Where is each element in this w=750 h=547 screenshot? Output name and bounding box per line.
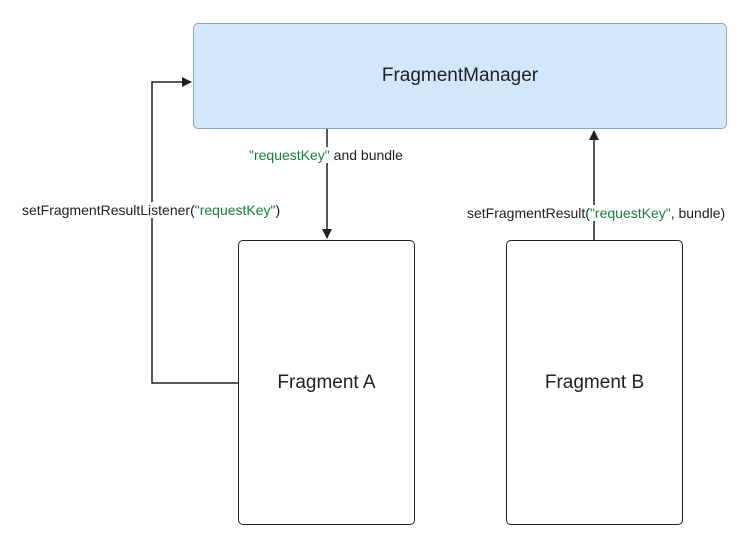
- edge-listener-prefix: setFragmentResultListener(: [22, 202, 195, 218]
- edge-bundle-rest: and bundle: [329, 147, 403, 163]
- edge-result-prefix: setFragmentResult(: [467, 205, 590, 221]
- edge-label-request-key-and-bundle: "requestKey" and bundle: [247, 147, 405, 163]
- edge-listener-suffix: ): [275, 202, 281, 218]
- fragment-b-box: Fragment B: [506, 240, 683, 525]
- edge-listener-key: "requestKey": [194, 202, 276, 218]
- edge-label-set-fragment-result: setFragmentResult("requestKey", bundle): [465, 205, 728, 221]
- arrow-fragment-a-to-manager: [151, 77, 238, 384]
- fragment-manager-box: FragmentManager: [193, 23, 727, 129]
- edge-result-suffix: , bundle): [670, 205, 726, 221]
- edge-bundle-key: "requestKey": [249, 147, 330, 163]
- fragment-manager-label: FragmentManager: [381, 65, 539, 86]
- edge-label-set-fragment-result-listener: setFragmentResultListener("requestKey"): [20, 202, 283, 218]
- fragment-a-box: Fragment A: [238, 240, 415, 525]
- fragment-b-label: Fragment B: [544, 371, 645, 393]
- fragment-a-label: Fragment A: [277, 371, 376, 393]
- edge-result-key: "requestKey": [589, 205, 671, 221]
